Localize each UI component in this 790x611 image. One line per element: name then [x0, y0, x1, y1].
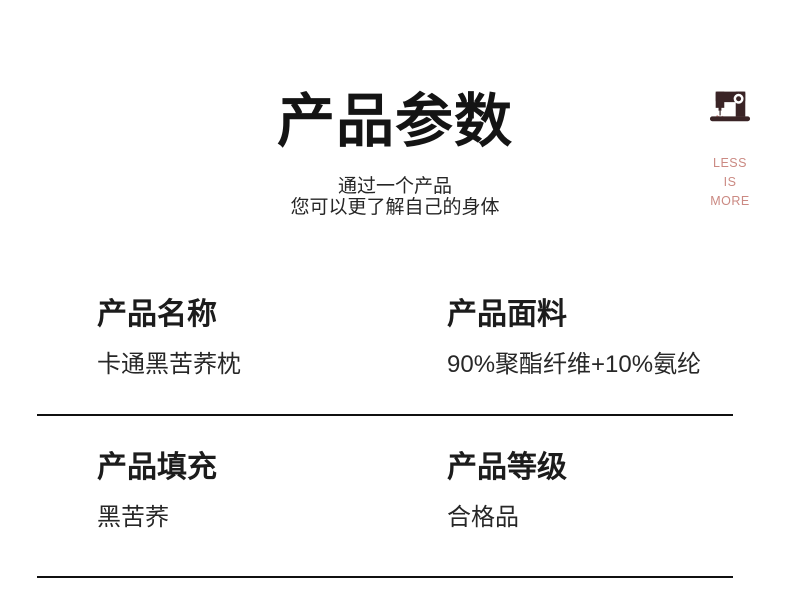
sewing-machine-icon — [709, 91, 751, 122]
param-product-fabric: 产品面料 90%聚酯纤维+10%氨纶 — [447, 298, 787, 380]
param-value: 90%聚酯纤维+10%氨纶 — [447, 351, 702, 378]
subtitle-line-2: 您可以更了解自己的身体 — [290, 197, 500, 218]
param-product-name: 产品名称 卡通黑苦荞枕 — [97, 298, 437, 380]
slogan-word: LESS — [713, 156, 747, 170]
param-value: 卡通黑苦荞枕 — [97, 351, 241, 378]
param-label: 产品等级 — [447, 451, 567, 484]
slogan-word: IS — [723, 175, 737, 189]
param-label: 产品填充 — [97, 451, 217, 484]
param-label: 产品面料 — [447, 298, 567, 331]
brand-decoration: LESS IS MORE — [704, 86, 756, 211]
param-product-grade: 产品等级 合格品 — [447, 451, 787, 533]
param-label: 产品名称 — [97, 298, 217, 331]
subtitle-line-1: 通过一个产品 — [337, 176, 452, 197]
param-value: 黑苦荞 — [97, 504, 169, 531]
divider — [37, 414, 733, 416]
param-product-filling: 产品填充 黑苦荞 — [97, 451, 437, 533]
page-subtitle: 通过一个产品 您可以更了解自己的身体 — [0, 176, 790, 218]
param-value: 合格品 — [447, 504, 519, 531]
page-title: 产品参数 — [276, 89, 513, 154]
divider — [37, 576, 733, 578]
slogan-less-is-more: LESS IS MORE — [704, 154, 756, 211]
slogan-word: MORE — [710, 194, 750, 208]
